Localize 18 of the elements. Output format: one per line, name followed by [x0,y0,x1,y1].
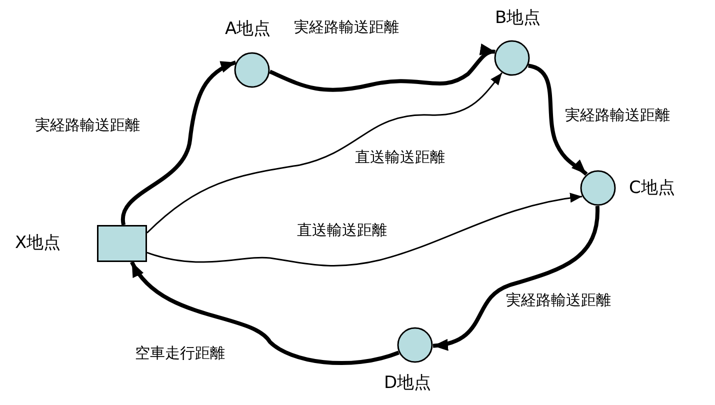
arrow [146,193,582,266]
edge-label: 直送輸送距離 [296,221,388,239]
point-label: A地点 [224,20,272,38]
arrow [269,45,496,92]
arrow [432,206,600,350]
edge-label: 実経路輸送距離 [293,18,400,36]
edge-label: 実経路輸送距離 [34,116,141,134]
edge-label: 空車走行距離 [134,344,226,362]
edge-label: 直送輸送距離 [354,148,446,166]
arrow [146,72,502,234]
point-label: X地点 [14,234,62,252]
point-label: C地点 [628,179,676,197]
arrow [130,260,400,365]
edge-label: 実経路輸送距離 [505,291,612,309]
edge-label: 実経路輸送距離 [564,106,671,124]
arrow [121,60,236,226]
point-label: D地点 [383,374,432,392]
point-label: B地点 [494,9,542,27]
